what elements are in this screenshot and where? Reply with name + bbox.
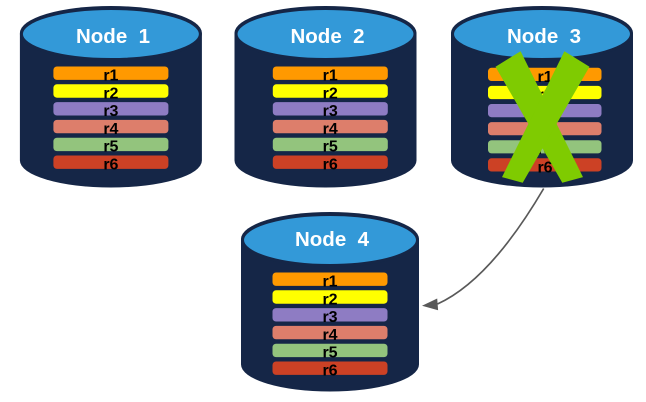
svg-text:r5: r5: [322, 345, 337, 362]
svg-text:r6: r6: [322, 363, 337, 380]
svg-text:Node 3: Node 3: [507, 25, 581, 48]
svg-text:Node 2: Node 2: [290, 25, 364, 48]
svg-text:r4: r4: [322, 327, 337, 344]
svg-text:r4: r4: [323, 121, 338, 138]
svg-text:r2: r2: [103, 85, 118, 102]
svg-text:Node 1: Node 1: [76, 25, 150, 48]
svg-text:r3: r3: [103, 103, 118, 120]
svg-text:r1: r1: [322, 274, 337, 291]
svg-text:r6: r6: [323, 157, 338, 174]
svg-text:r6: r6: [103, 157, 118, 174]
svg-text:r1: r1: [537, 69, 552, 86]
svg-text:r1: r1: [103, 68, 118, 85]
svg-text:r3: r3: [322, 309, 337, 326]
svg-text:r3: r3: [323, 103, 338, 120]
svg-text:r4: r4: [103, 121, 118, 138]
svg-text:r2: r2: [322, 291, 337, 308]
svg-text:r2: r2: [323, 85, 338, 102]
svg-text:r6: r6: [537, 159, 552, 176]
svg-text:r5: r5: [323, 139, 338, 156]
svg-text:r5: r5: [103, 139, 118, 156]
svg-text:Node 4: Node 4: [295, 228, 370, 251]
svg-text:r1: r1: [323, 68, 338, 85]
